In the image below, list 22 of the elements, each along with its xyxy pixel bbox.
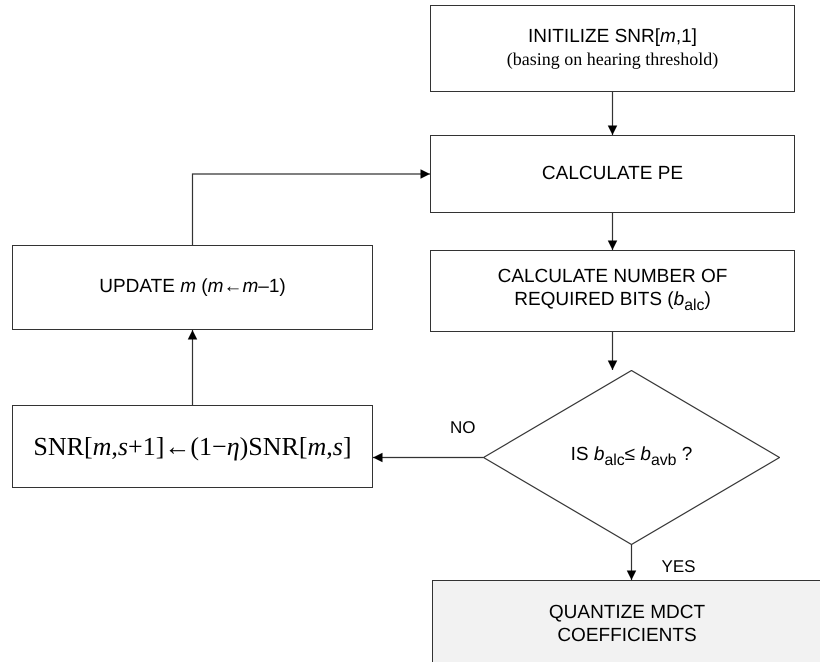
arrow [626, 545, 636, 580]
process-box [12, 405, 373, 488]
arrow [608, 332, 618, 370]
process-box [432, 580, 820, 662]
node-label: CALCULATE NUMBER OF REQUIRED BITS (b$_{alc}$) [496, 266, 728, 316]
arrow [373, 452, 483, 462]
node-label: SNR[m,s+1]←(1−η)SNR[m,s] [33, 430, 352, 462]
node-label: CALCULATE PE [542, 162, 684, 186]
decision-diamond [483, 370, 780, 545]
arrow [188, 330, 198, 405]
node-label: QUANTIZE MDCT COEFFICIENTS [548, 602, 706, 648]
arrow [608, 213, 618, 250]
process-box [430, 135, 795, 213]
node-note: (basing on hearing threshold) [506, 49, 718, 71]
node-label: INITILIZE SNR[m,1] [528, 26, 697, 50]
process-box [430, 250, 795, 332]
arrow [192, 169, 430, 245]
process-box [430, 5, 795, 92]
node-label: IS b$_{alc}$≤ b$_{avb}$ ? [570, 444, 692, 471]
arrow [608, 92, 618, 135]
node-label: UPDATE m (m←m–1) [99, 276, 286, 299]
process-box [12, 245, 373, 330]
